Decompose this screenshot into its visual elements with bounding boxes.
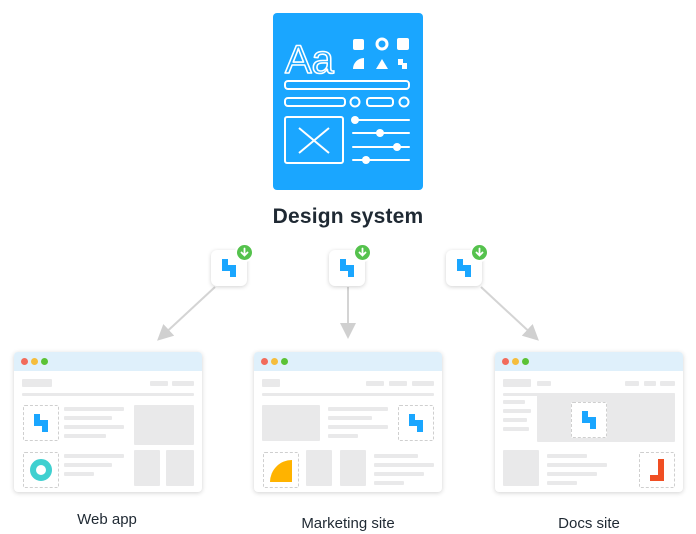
minimize-dot-icon [271,358,278,365]
browser-window-web-app [14,352,202,492]
quarter-pie-icon [270,460,292,482]
brand-logo-tile [398,405,434,441]
close-dot-icon [502,358,509,365]
brand-logo-icon [582,411,596,429]
design-system-label: Design system [272,205,424,228]
sync-connector-docs-site[interactable] [446,243,489,286]
step-shape-icon [650,459,664,481]
step-tile [639,452,675,488]
brand-logo-tile [23,405,59,441]
pie-tile [263,452,299,488]
target-label-web-app: Web app [77,511,137,528]
arrow-to-docs-site [480,286,539,341]
maximize-dot-icon [281,358,288,365]
maximize-dot-icon [41,358,48,365]
design-system-illustration: Aa [284,37,410,164]
brand-logo-icon [34,414,48,432]
download-badge-icon [470,243,489,262]
browser-window-docs-site [495,352,683,492]
download-badge-icon [235,243,254,262]
brand-logo-icon [222,259,236,277]
ring-icon [30,459,52,481]
browser-title-bar [254,352,442,371]
close-dot-icon [21,358,28,365]
minimize-dot-icon [512,358,519,365]
ring-tile [23,452,59,488]
brand-logo-icon [340,259,354,277]
brand-logo-icon [409,414,423,432]
typography-sample: Aa [285,38,335,82]
sync-connector-web-app[interactable] [211,243,254,286]
download-badge-icon [353,243,372,262]
design-system-card: Aa [273,13,423,190]
arrow-to-web-app [157,286,216,341]
sync-connector-marketing-site[interactable] [329,243,372,286]
brand-logo-tile [571,402,607,438]
browser-title-bar [495,352,683,371]
target-label-docs-site: Docs site [558,515,620,532]
browser-window-marketing-site [254,352,442,492]
target-label-marketing-site: Marketing site [301,515,395,532]
minimize-dot-icon [31,358,38,365]
close-dot-icon [261,358,268,365]
brand-logo-icon [457,259,471,277]
maximize-dot-icon [522,358,529,365]
browser-title-bar [14,352,202,371]
